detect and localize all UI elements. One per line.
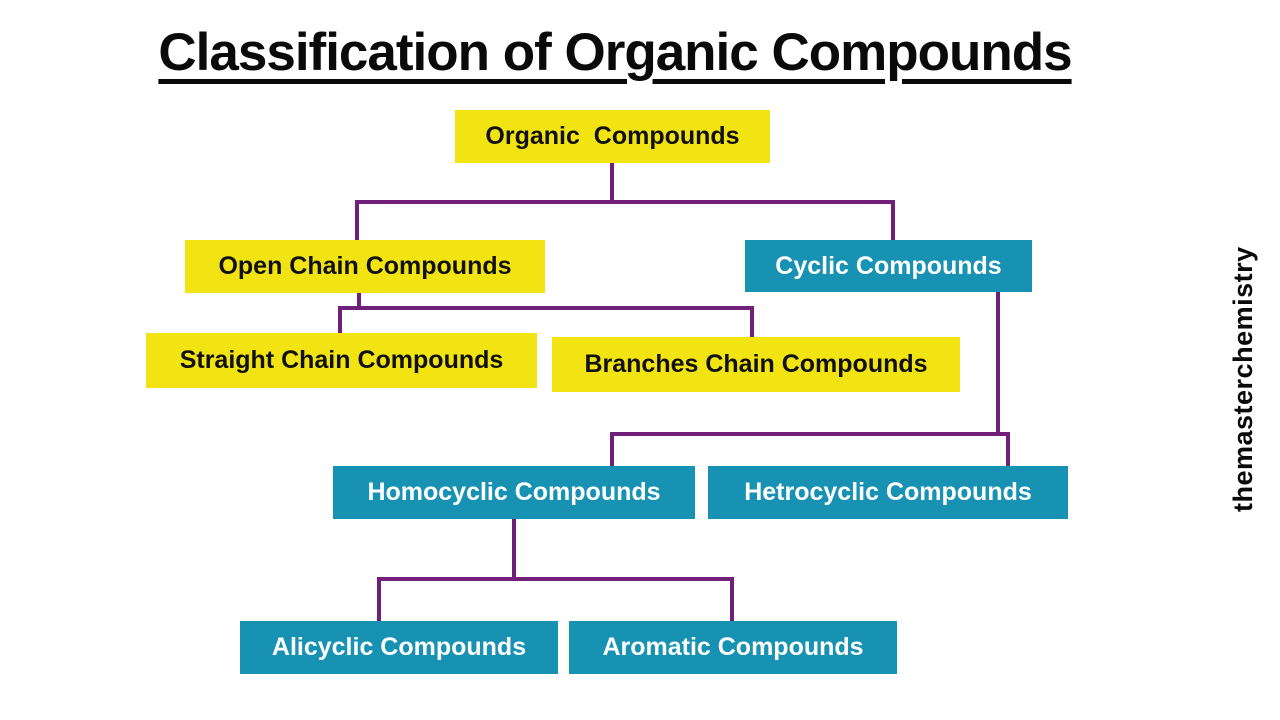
node-straight-chain-compounds-label: Straight Chain Compounds (179, 346, 504, 374)
node-aromatic-compounds: Aromatic Compounds (569, 621, 897, 674)
connector-to-branches-chain (750, 306, 754, 337)
page-title: Classification of Organic Compounds (158, 23, 1072, 82)
node-branches-chain-compounds-label: Branches Chain Compounds (584, 350, 928, 378)
node-hetrocyclic-compounds: Hetrocyclic Compounds (708, 466, 1068, 519)
connector-homocyclic-stem (512, 518, 516, 580)
node-homocyclic-compounds: Homocyclic Compounds (333, 466, 695, 519)
connector-to-open-chain (355, 200, 359, 240)
connector-to-alicyclic (377, 577, 381, 621)
node-homocyclic-compounds-label: Homocyclic Compounds (367, 478, 661, 506)
node-alicyclic-compounds: Alicyclic Compounds (240, 621, 558, 674)
node-branches-chain-compounds: Branches Chain Compounds (552, 337, 960, 392)
connector-to-straight-chain (338, 306, 342, 333)
connector-open-chain-stem (357, 292, 361, 309)
node-aromatic-compounds-label: Aromatic Compounds (602, 633, 864, 661)
node-cyclic-compounds: Cyclic Compounds (745, 240, 1032, 292)
node-organic-compounds: Organic Compounds (455, 110, 770, 163)
connector-level1-hbar (355, 200, 895, 204)
node-open-chain-compounds: Open Chain Compounds (185, 240, 545, 293)
connector-to-cyclic (891, 200, 895, 240)
node-hetrocyclic-compounds-label: Hetrocyclic Compounds (744, 478, 1032, 506)
node-cyclic-compounds-label: Cyclic Compounds (775, 251, 1002, 280)
node-alicyclic-compounds-label: Alicyclic Compounds (271, 633, 527, 661)
connector-to-aromatic (730, 577, 734, 621)
connector-cyclic-stem (996, 291, 1000, 435)
node-straight-chain-compounds: Straight Chain Compounds (146, 333, 537, 388)
connector-to-homocyclic (610, 432, 614, 466)
node-open-chain-compounds-label: Open Chain Compounds (218, 252, 512, 280)
connector-organic-stem (610, 163, 614, 203)
node-organic-compounds-label: Organic Compounds (485, 122, 740, 150)
connector-to-hetrocyclic (1006, 432, 1010, 466)
watermark-text: themasterchemistry (1228, 246, 1258, 512)
connector-level4-hbar (377, 577, 734, 581)
connector-level3-hbar (610, 432, 1010, 436)
connector-level2-hbar (338, 306, 754, 310)
